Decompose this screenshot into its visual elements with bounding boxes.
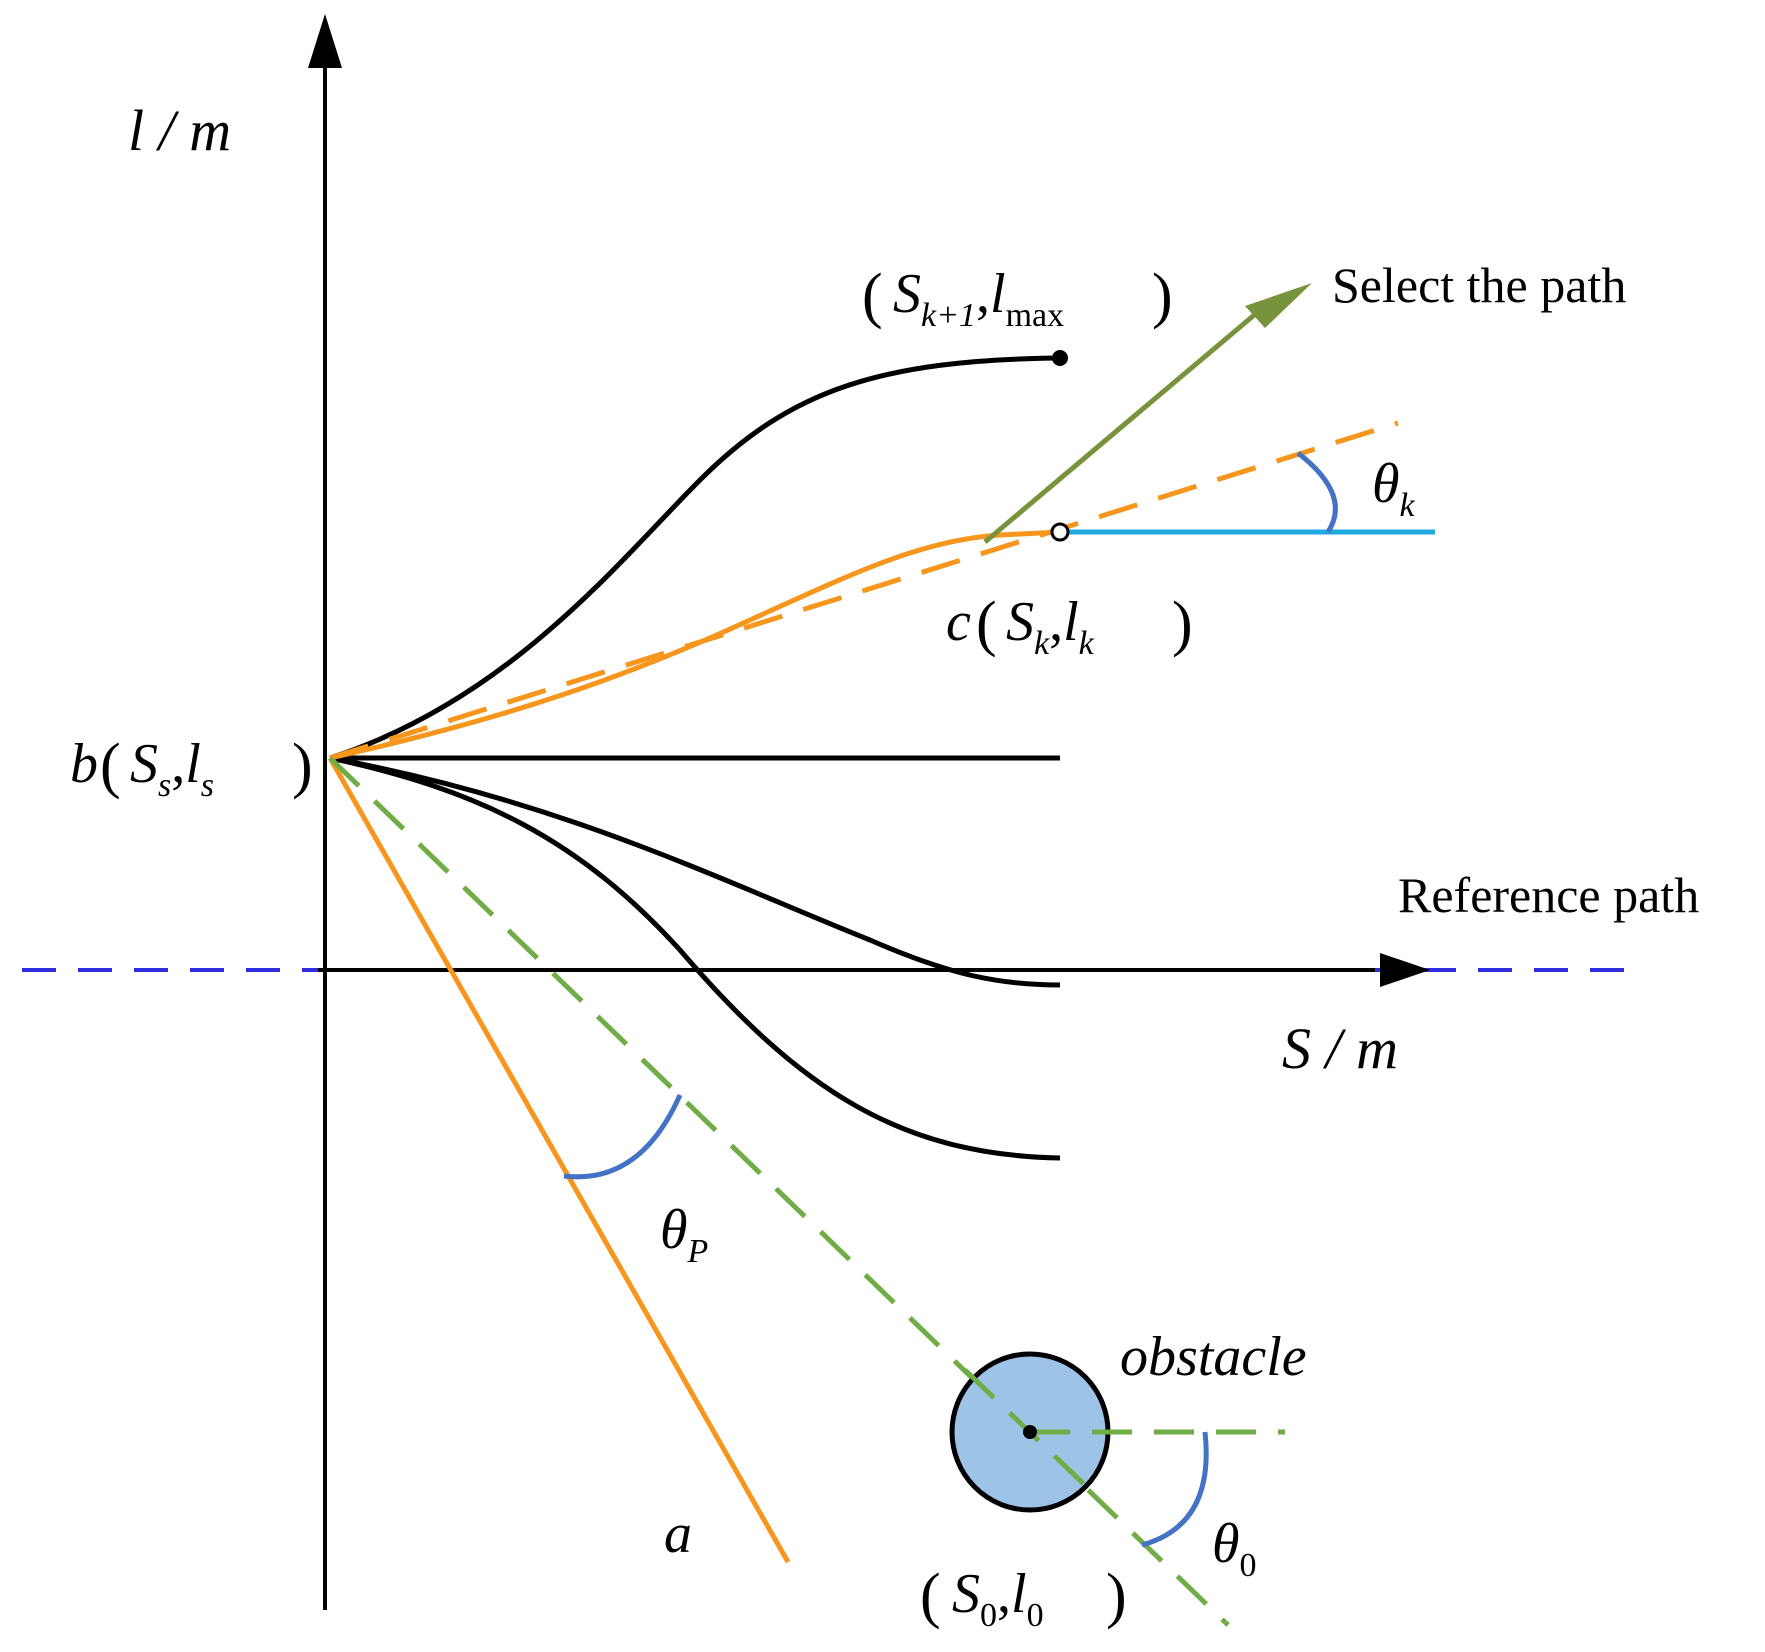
line-a-label: a <box>664 1503 692 1565</box>
angle-p-arc <box>563 1093 683 1180</box>
s-axis-arrowhead <box>1380 953 1430 987</box>
point-obstacle-label: ( S0,l0 ) <box>920 1562 1127 1634</box>
select-path-arrow-shaft <box>983 298 1274 544</box>
svg-text:Ss,ls: Ss,ls <box>130 733 214 804</box>
svg-text:Sk+1,lmax: Sk+1,lmax <box>893 263 1064 334</box>
obstacle-label: obstacle <box>1120 1326 1307 1388</box>
point-b-label: b ( Ss,ls ) <box>70 732 313 804</box>
point-max-label: ( Sk+1,lmax ) <box>862 262 1173 334</box>
obstacle-direction-dashed <box>328 756 1230 1627</box>
candidate-path-lower <box>329 755 1061 988</box>
svg-text:(: ( <box>862 262 883 330</box>
candidate-path-top <box>329 355 1061 761</box>
l-axis-arrowhead <box>308 14 342 68</box>
selected-path-tangent-dashed <box>329 420 1399 761</box>
select-path-label: Select the path <box>1332 257 1626 313</box>
svg-text:): ) <box>1172 590 1193 658</box>
svg-text:): ) <box>1152 262 1173 330</box>
line-a <box>327 756 791 1564</box>
x-axis-label: S / m <box>1282 1016 1398 1081</box>
angle-p-label: θP <box>660 1199 708 1270</box>
svg-text:(: ( <box>920 1562 941 1630</box>
svg-text:Sk,lk: Sk,lk <box>1006 591 1095 662</box>
point-c-label: c ( Sk,lk ) <box>946 590 1193 662</box>
svg-text:c: c <box>946 591 971 653</box>
svg-text:(: ( <box>976 590 997 658</box>
svg-text:): ) <box>292 732 313 800</box>
angle-k-label: θk <box>1372 453 1416 524</box>
angle-k-arc <box>1296 451 1338 534</box>
obstacle-center-dot <box>1023 1425 1037 1439</box>
selected-path-curve <box>329 529 1061 761</box>
point-c-dot <box>1050 522 1070 542</box>
point-max-dot <box>1052 350 1068 366</box>
y-axis-label: l / m <box>128 98 231 163</box>
svg-text:(: ( <box>100 732 121 800</box>
svg-text:): ) <box>1106 1562 1127 1630</box>
svg-text:b: b <box>70 733 98 795</box>
angle-0-arc <box>1141 1431 1209 1548</box>
select-path-arrowhead <box>1245 283 1312 328</box>
candidate-path-bottom <box>329 755 1061 1161</box>
angle-0-label: θ0 <box>1212 1513 1257 1584</box>
reference-path-label: Reference path <box>1398 867 1699 923</box>
svg-text:S0,l0: S0,l0 <box>952 1563 1044 1634</box>
